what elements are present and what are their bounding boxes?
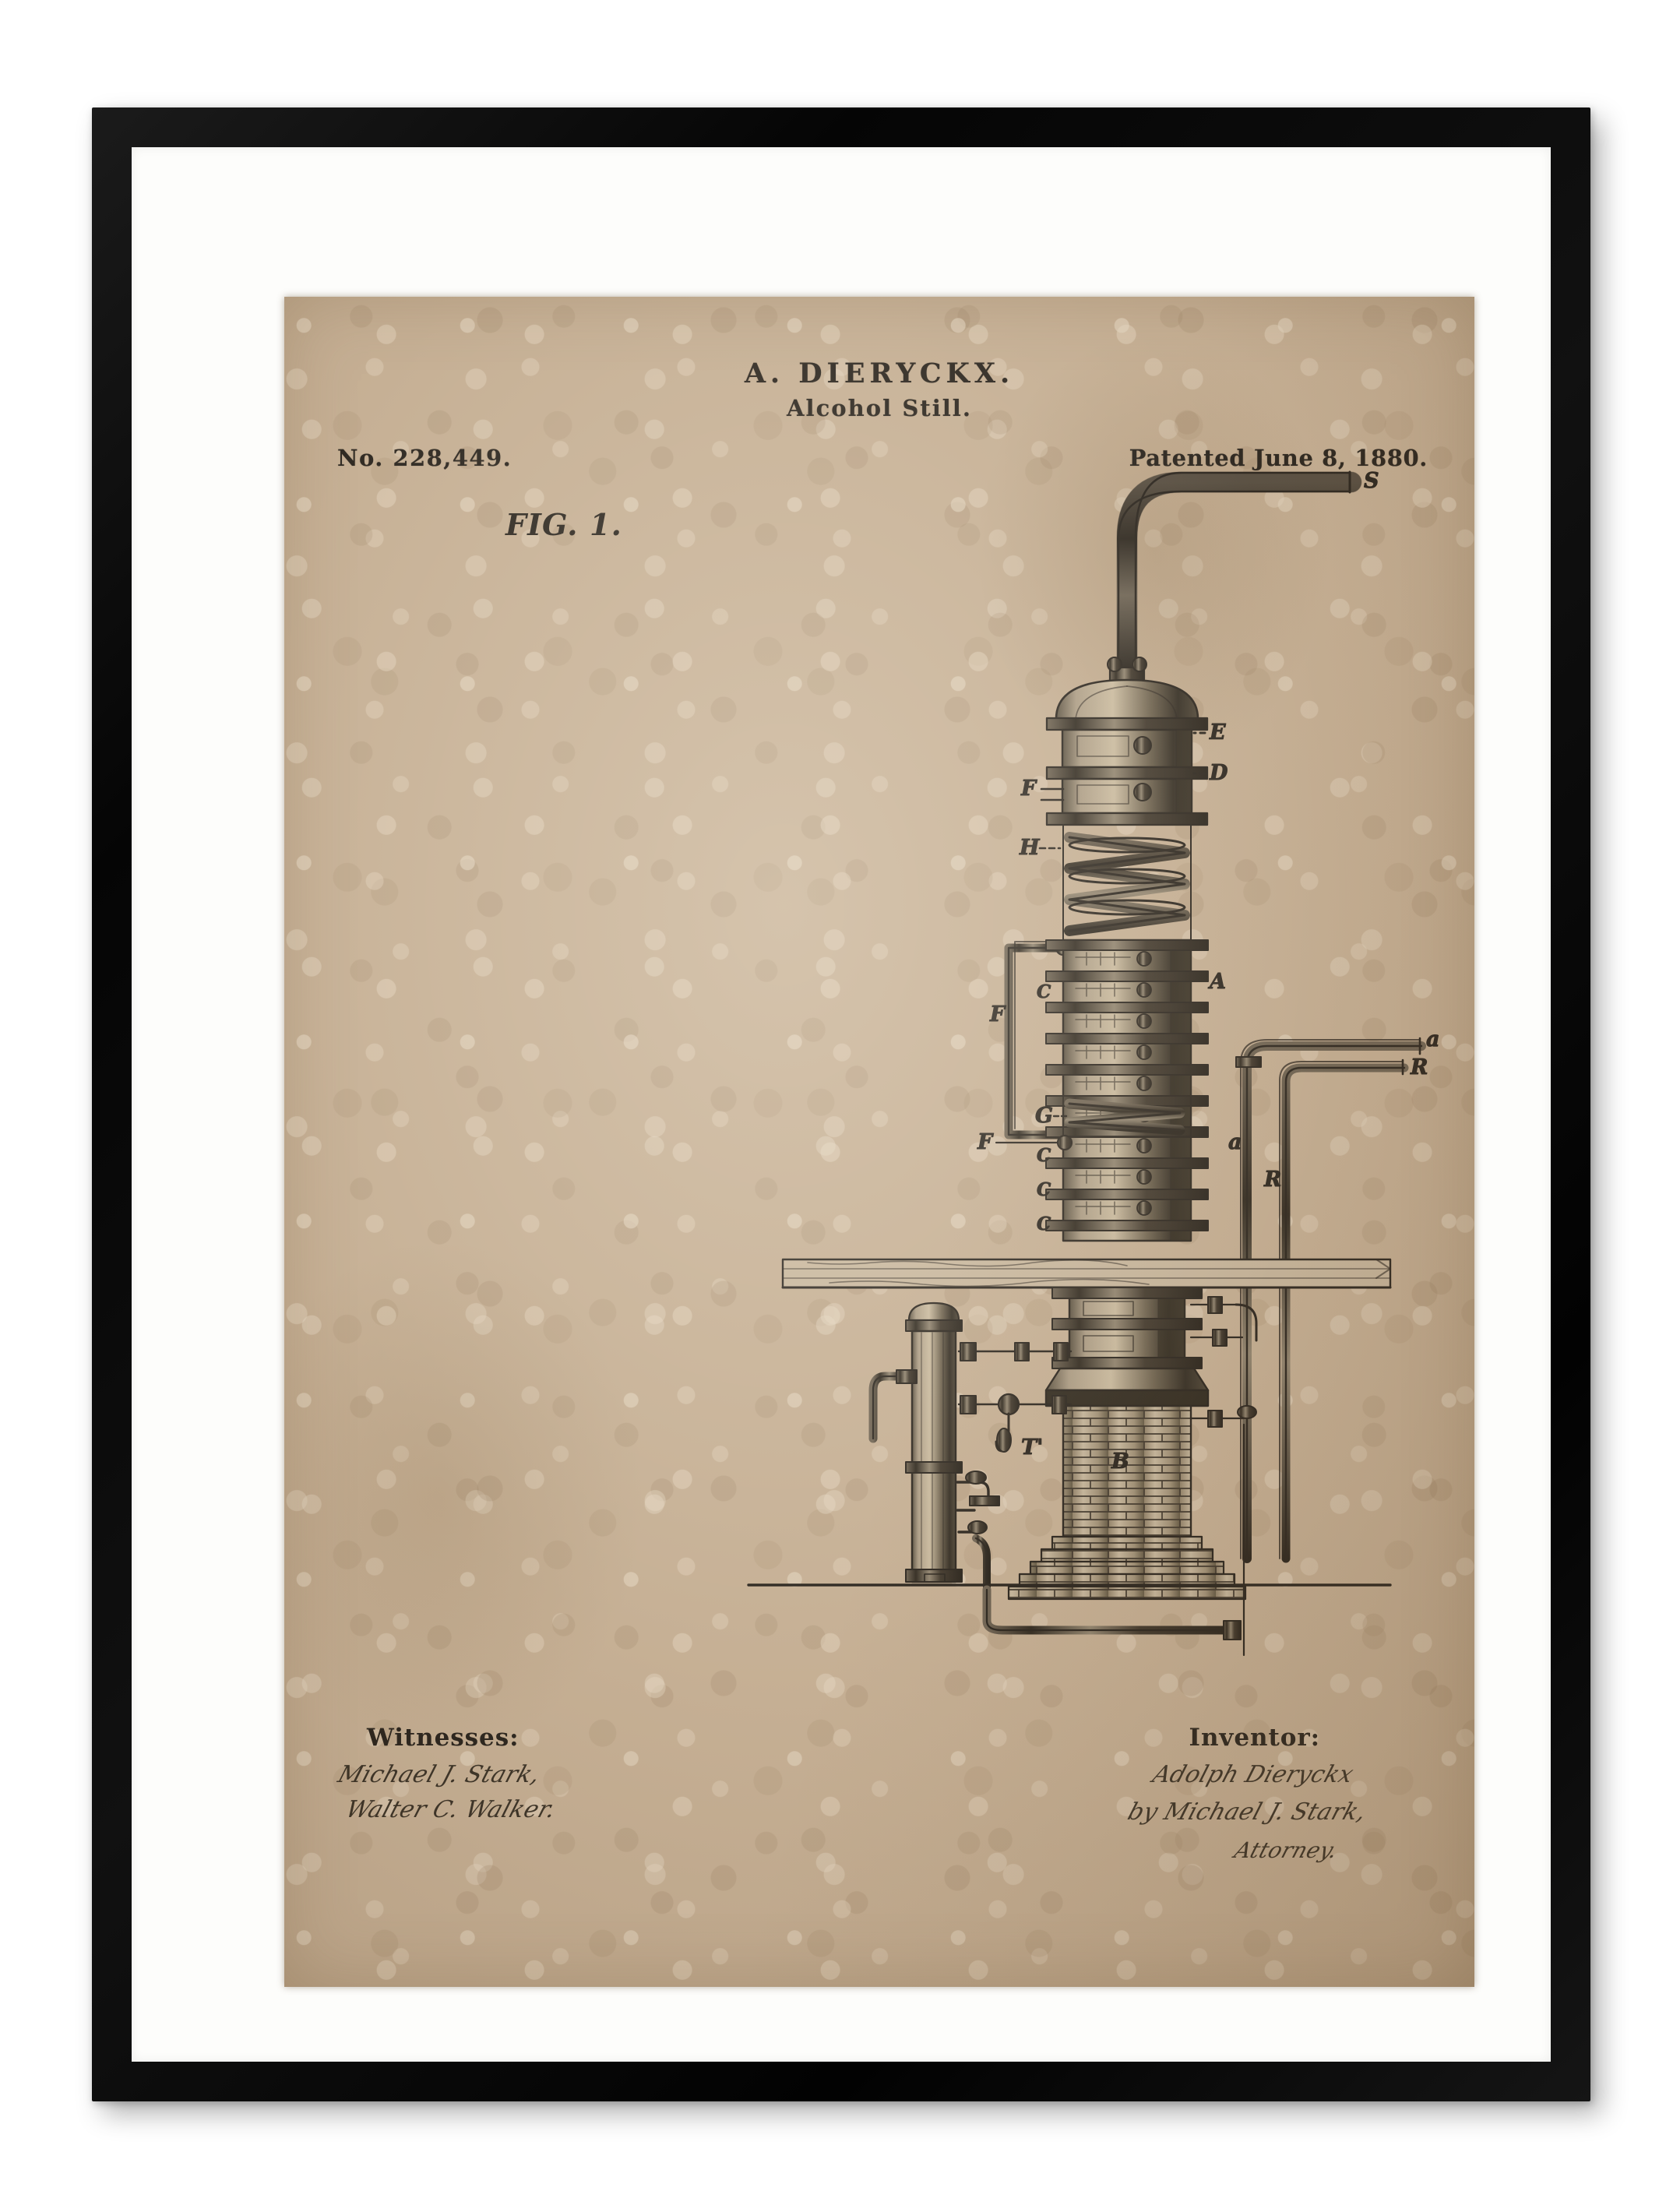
attorney-role-label: Attorney. — [1231, 1837, 1342, 1863]
svg-text:T': T' — [1021, 1435, 1043, 1460]
svg-text:G: G — [1035, 1104, 1053, 1128]
patent-drawing-sheet: A. DIERYCKX. Alcohol Still. No. 228,449.… — [284, 297, 1474, 1987]
framed-artwork: A. DIERYCKX. Alcohol Still. No. 228,449.… — [92, 107, 1590, 2101]
witnesses-heading: Witnesses: — [367, 1724, 520, 1752]
picture-frame: A. DIERYCKX. Alcohol Still. No. 228,449.… — [92, 107, 1590, 2101]
patent-number: No. 228,449. — [337, 445, 512, 471]
inventor-signature: Adolph Dieryckx — [1149, 1761, 1358, 1788]
mat-board: A. DIERYCKX. Alcohol Still. No. 228,449.… — [132, 147, 1551, 2062]
svg-text:C: C — [1037, 1179, 1051, 1200]
svg-text:R: R — [1410, 1055, 1428, 1080]
patent-date: Patented June 8, 1880. — [1129, 445, 1428, 471]
svg-text:C: C — [1037, 981, 1051, 1002]
svg-text:E: E — [1209, 720, 1226, 745]
svg-text:C: C — [1037, 1213, 1051, 1235]
svg-text:a: a — [1228, 1130, 1242, 1154]
inventor-heading: Inventor: — [1189, 1724, 1320, 1752]
patent-inventor-heading: A. DIERYCKX. — [744, 358, 1015, 389]
svg-text:F: F — [977, 1130, 994, 1154]
witness-signature-1: Michael J. Stark, — [334, 1761, 544, 1788]
svg-text:C: C — [1037, 1145, 1051, 1166]
inventor-attorney-signature: by Michael J. Stark, — [1124, 1798, 1370, 1826]
svg-text:F: F — [989, 1002, 1006, 1027]
figure-label: FIG. 1. — [505, 507, 622, 542]
svg-text:A: A — [1207, 970, 1226, 994]
svg-text:F: F — [1020, 777, 1037, 801]
svg-text:B: B — [1111, 1449, 1129, 1474]
svg-text:H: H — [1019, 836, 1041, 860]
witness-signature-2: Walter C. Walker. — [342, 1796, 560, 1823]
svg-text:R: R — [1263, 1168, 1281, 1192]
still-apparatus-drawing: S — [284, 297, 1474, 1987]
svg-text:a: a — [1426, 1027, 1440, 1051]
svg-text:S: S — [1364, 469, 1379, 493]
patent-title: Alcohol Still. — [787, 395, 972, 421]
svg-text:D: D — [1209, 761, 1228, 785]
